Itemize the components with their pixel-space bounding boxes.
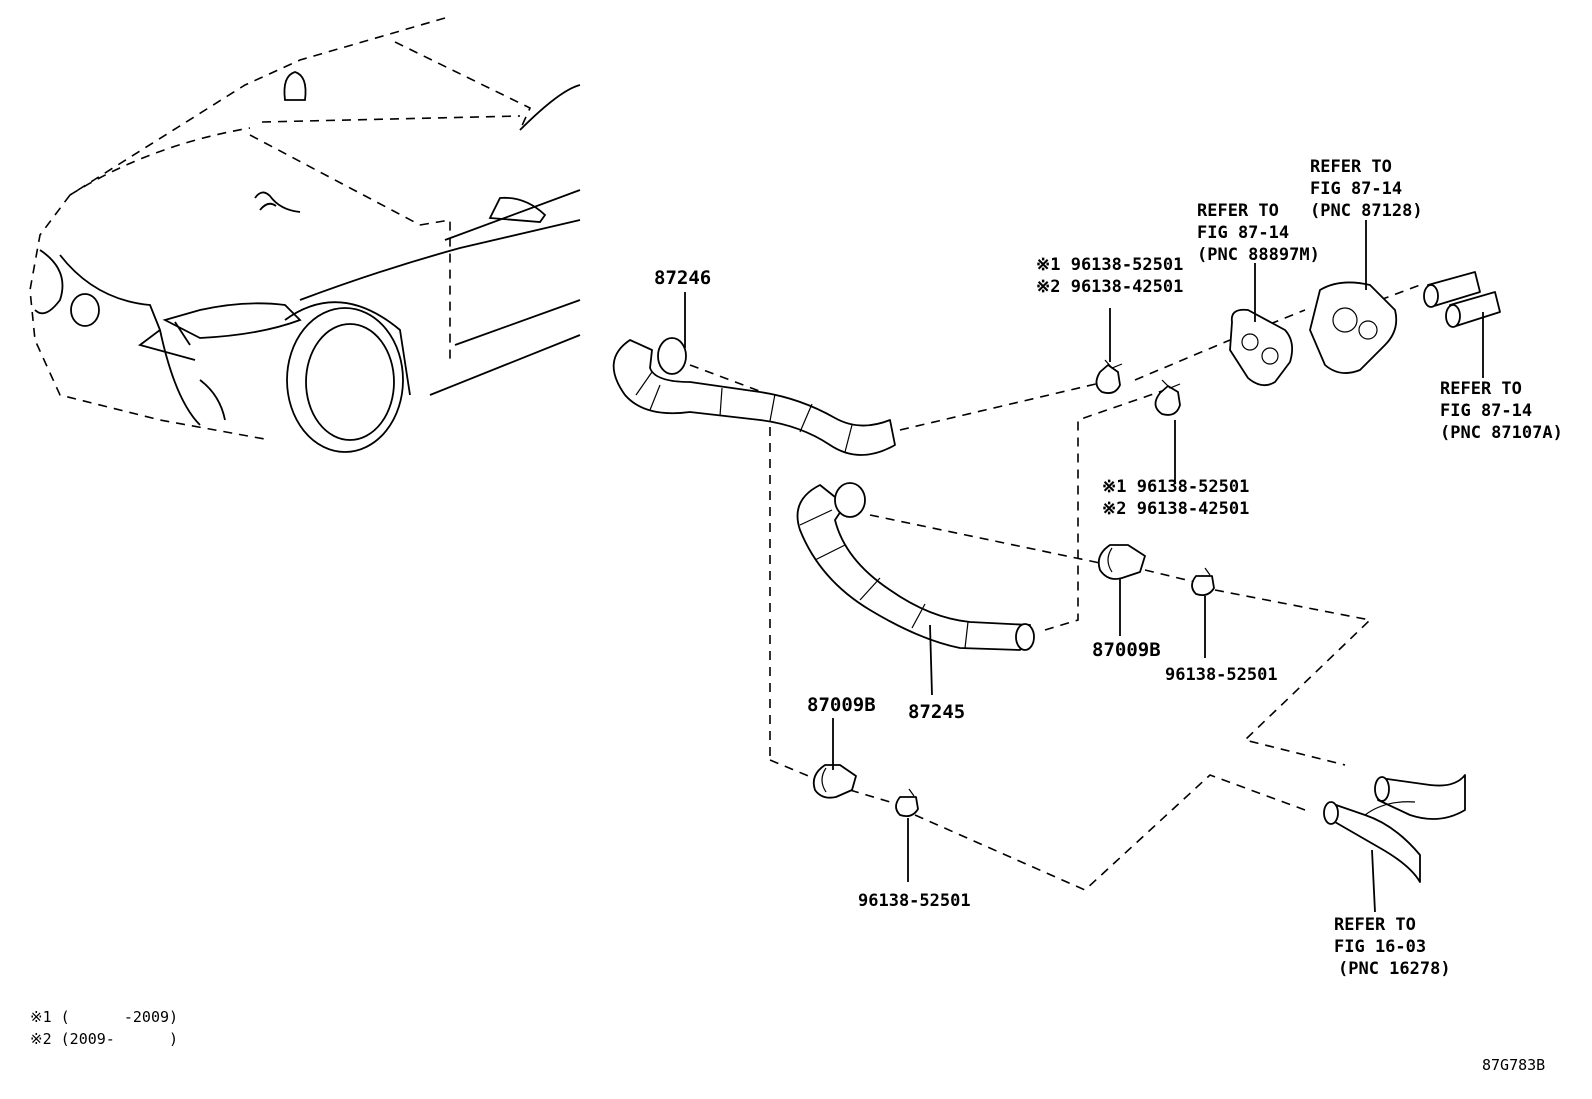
clip-bottom-left [895, 788, 919, 818]
valve-87128 [1309, 281, 1398, 374]
vehicle-illustration [29, 17, 581, 453]
clip-variant-upper-line2: ※2 96138-42501 [1036, 277, 1183, 297]
part-label-87245: 87245 [908, 701, 965, 723]
part-label-87009b-right: 87009B [1092, 639, 1161, 661]
footnote-2: ※2 (2009- ) [30, 1030, 178, 1048]
clip-variant-middle-line1: ※1 96138-52501 [1102, 477, 1249, 497]
ref-16278-line1: REFER TO [1334, 915, 1416, 935]
part-label-87009b-left: 87009B [807, 694, 876, 716]
leader-lines [684, 220, 1484, 913]
ref-16278-line2: FIG 16-03 [1334, 937, 1426, 957]
ref-87128-line2: FIG 87-14 [1310, 179, 1402, 199]
hose-87245 [796, 482, 1035, 651]
part-label-96138-52501-bottom: 96138-52501 [858, 891, 971, 911]
clamp-87009b-left [812, 764, 857, 799]
ref-87128-line1: REFER TO [1310, 157, 1392, 177]
routing-lines [689, 284, 1421, 891]
clip-upper [1095, 359, 1123, 394]
pipes-16278 [1323, 774, 1466, 883]
diagram-id: 87G783B [1482, 1056, 1545, 1074]
clip-variant-upper-line1: ※1 96138-52501 [1036, 255, 1183, 275]
ref-87107a-line1: REFER TO [1440, 379, 1522, 399]
gasket-88897m [1229, 308, 1294, 387]
clip-middle [1154, 379, 1181, 416]
clip-variant-middle-line2: ※2 96138-42501 [1102, 499, 1249, 519]
ref-87107a-line3: (PNC 87107A) [1440, 423, 1563, 443]
footnote-1: ※1 ( -2009) [30, 1008, 178, 1026]
ref-88897m-line3: (PNC 88897M) [1197, 245, 1320, 265]
ref-88897m-line1: REFER TO [1197, 201, 1279, 221]
labels: 87246 87245 87009B 87009B 96138-52501 96… [30, 157, 1563, 1074]
part-label-96138-52501-right: 96138-52501 [1165, 665, 1278, 685]
clamp-87009b-right [1097, 544, 1146, 580]
clip-right [1191, 567, 1215, 597]
ref-87128-line3: (PNC 87128) [1310, 201, 1423, 221]
ref-88897m-line2: FIG 87-14 [1197, 223, 1289, 243]
hose-87246 [612, 337, 896, 456]
ref-16278-line3: (PNC 16278) [1338, 959, 1451, 979]
pipes-87107a [1423, 271, 1501, 328]
ref-87107a-line2: FIG 87-14 [1440, 401, 1532, 421]
part-label-87246: 87246 [654, 267, 711, 289]
